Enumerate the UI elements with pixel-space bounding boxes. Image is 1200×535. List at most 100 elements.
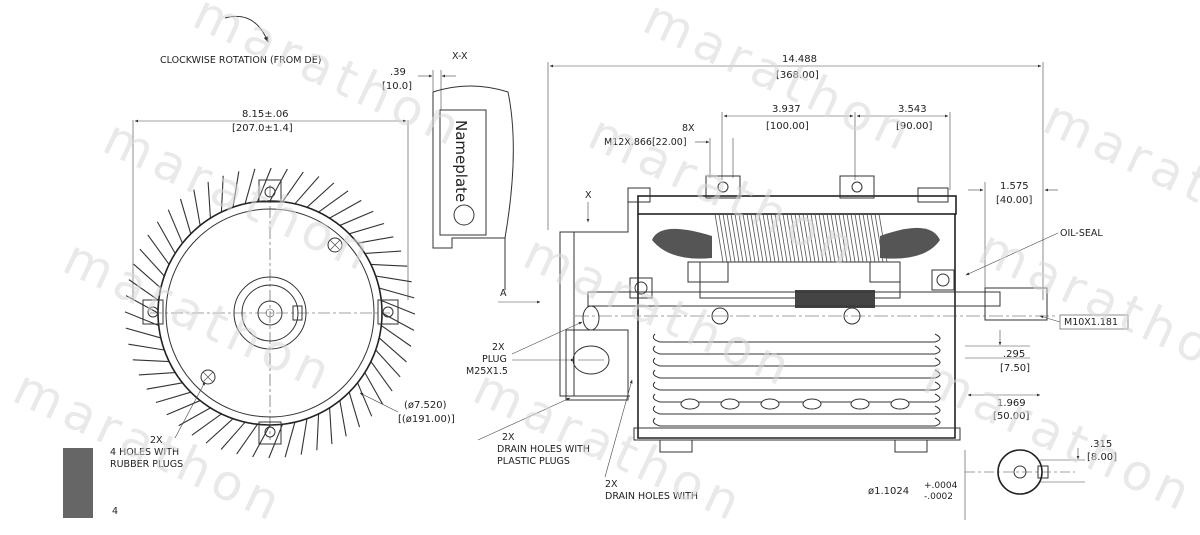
cooling-fin — [379, 287, 415, 299]
winding-left — [652, 228, 712, 259]
stator-lamination — [714, 213, 724, 263]
stator-lamination — [846, 213, 856, 263]
cooling-fin — [156, 221, 176, 254]
housing-fin — [652, 405, 941, 415]
shaft-tol-plus: +.0004 — [924, 481, 958, 491]
oil-seal-label: OIL-SEAL — [1060, 228, 1103, 239]
cooling-fin — [128, 343, 165, 351]
cooling-fin — [193, 189, 201, 226]
corner-block — [63, 448, 93, 518]
rotor-vent-2 — [843, 307, 861, 325]
section-view: X-X Nameplate .39 [10.0] — [382, 51, 514, 290]
stator-lamination — [730, 213, 740, 263]
section-body — [432, 92, 506, 290]
frame-top-plate — [637, 195, 957, 215]
stator-lamination — [762, 213, 772, 263]
span1-dim-in: 3.937 — [772, 104, 801, 115]
shaft-ext-mm: [50.00] — [993, 411, 1030, 422]
cooling-fin — [268, 424, 284, 459]
nameplate-dim-in: .39 — [390, 67, 406, 78]
cooling-fin — [375, 275, 412, 283]
key-dim-in: .295 — [1003, 349, 1025, 360]
bolt-count: 8X — [682, 123, 695, 134]
foot-plate — [633, 427, 961, 441]
shaft-end-detail: .315 [8.00] ø1.1024 +.0004 -.0002 — [868, 439, 1117, 520]
rubber-plug-line1: 4 HOLES WITH — [110, 447, 179, 458]
bolt-circle-in: (ø7.520) — [404, 400, 447, 411]
top-lug-left — [705, 175, 741, 199]
foot-right — [894, 439, 928, 453]
watermark-11: marathon — [915, 348, 1200, 524]
mounting-lug-right — [377, 299, 399, 325]
bearing-left-ball — [634, 281, 648, 295]
stator-lamination — [818, 213, 828, 263]
shaft-thread-leader — [1039, 315, 1061, 323]
drain2-count: 2X — [605, 479, 618, 490]
rubber-plug-leader — [174, 381, 206, 439]
stator-lamination — [758, 213, 768, 263]
shaft-ext-in: 1.969 — [997, 398, 1026, 409]
top-lug-right-hole — [851, 181, 863, 193]
stator-lamination — [838, 213, 848, 263]
corner-number: 4 — [112, 506, 118, 517]
bearing-right-ball — [936, 273, 950, 287]
drain1-line1: DRAIN HOLES WITH — [497, 444, 590, 455]
stator-lamination — [810, 213, 820, 263]
cooling-fin — [232, 171, 240, 208]
cooling-fin — [207, 181, 211, 219]
stator-lamination — [746, 213, 756, 263]
shaft-extension — [984, 287, 1048, 321]
drain2-line1: DRAIN HOLES WITH — [605, 491, 698, 502]
cooling-fin — [205, 418, 234, 444]
nameplate-rivet — [453, 204, 475, 226]
drain-holes-row — [680, 398, 910, 410]
housing-fin — [652, 381, 941, 391]
span1-dim-mm: [100.00] — [766, 121, 809, 132]
rotor-hatch-left — [687, 261, 729, 283]
shaft-len-in: 1.575 — [1000, 181, 1029, 192]
end-bracket-right — [917, 187, 949, 203]
mounting-lug-left — [142, 299, 164, 325]
a-marker: A — [500, 288, 507, 299]
cooling-fin — [370, 263, 408, 267]
drain1-count: 2X — [502, 432, 515, 443]
rubber-plug-2 — [200, 369, 216, 385]
bearing-left — [629, 277, 653, 299]
cooling-fin — [329, 407, 333, 445]
stator-lamination — [842, 213, 852, 263]
overall-dim-mm: [368.00] — [776, 70, 819, 81]
housing-outline — [637, 214, 956, 439]
stator-lamination — [854, 213, 864, 263]
stator-lamination — [870, 213, 880, 263]
width-dim-mm: [207.0±1.4] — [232, 123, 293, 134]
cooling-fin — [282, 171, 304, 203]
plug-label: PLUG — [482, 354, 507, 365]
housing-fin — [652, 369, 941, 379]
stator-lamination — [826, 213, 836, 263]
key-h-in: .315 — [1090, 439, 1112, 450]
cooling-fin — [124, 311, 159, 327]
stator-lamination — [862, 213, 872, 263]
stator-lamination — [742, 213, 752, 263]
bolt-circle-mm: [(ø191.00)] — [398, 414, 455, 425]
rotation-arrow — [224, 16, 269, 43]
cooling-fin — [329, 199, 362, 219]
cooling-fin — [357, 236, 394, 244]
key-h-mm: [8.00] — [1087, 452, 1117, 463]
shaft-tol-minus: -.0002 — [924, 492, 953, 502]
watermark-4: marathon — [5, 358, 294, 530]
width-dim-in: 8.15±.06 — [242, 109, 289, 120]
cooling-fin — [339, 210, 374, 226]
cooling-fin — [256, 167, 272, 202]
cooling-fin — [357, 382, 373, 417]
stator-lamination — [794, 213, 804, 263]
stator-lamination — [754, 213, 764, 263]
cooling-fin — [375, 349, 401, 378]
cooling-fin — [220, 175, 224, 213]
plug-leader-1 — [511, 321, 583, 355]
plug-size: M25X1.5 — [466, 366, 508, 377]
shaft — [587, 291, 1001, 307]
cooling-fin — [348, 392, 361, 428]
rear-cover-plate — [559, 231, 575, 397]
oil-seal-leader — [965, 232, 1059, 276]
